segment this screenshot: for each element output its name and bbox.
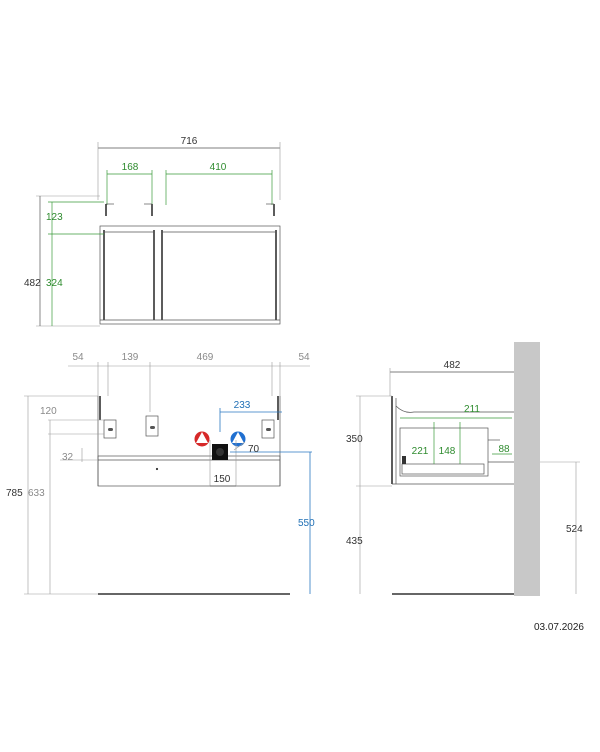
front-small-offset: 32 bbox=[62, 452, 74, 463]
side-wall-height: 524 bbox=[566, 524, 583, 535]
front-gap-left: 54 bbox=[72, 352, 84, 363]
front-view: 54 139 469 54 bbox=[6, 352, 315, 595]
front-pipe-offset: 233 bbox=[234, 400, 251, 411]
front-siphon-width: 150 bbox=[214, 474, 231, 485]
side-inner-top: 211 bbox=[464, 404, 480, 415]
cold-water-icon bbox=[230, 431, 246, 447]
front-offset-top: 120 bbox=[40, 406, 57, 417]
top-overall-width: 716 bbox=[181, 136, 198, 147]
top-depth: 482 bbox=[24, 278, 41, 289]
side-inner-a: 221 bbox=[412, 446, 429, 457]
top-view: 716 168 410 482 123 324 bbox=[24, 136, 281, 327]
side-view: 482 211 221 148 88 350 435 524 bbox=[346, 342, 583, 596]
front-siphon-offset: 70 bbox=[248, 444, 260, 455]
top-right-compartment: 410 bbox=[210, 162, 227, 173]
side-drawer-step: 88 bbox=[498, 444, 510, 455]
front-bracket-spacing: 139 bbox=[122, 352, 139, 363]
hot-water-icon bbox=[194, 431, 210, 447]
front-gap-right: 54 bbox=[298, 352, 310, 363]
front-drain-height: 550 bbox=[298, 518, 315, 529]
side-inner-b: 148 bbox=[439, 446, 456, 457]
side-cabinet-height: 350 bbox=[346, 434, 363, 445]
top-left-compartment: 168 bbox=[122, 162, 139, 173]
front-overall-height: 785 bbox=[6, 488, 23, 499]
top-rear-depth: 324 bbox=[46, 278, 63, 289]
side-depth: 482 bbox=[444, 360, 461, 371]
wall bbox=[514, 342, 540, 596]
front-hanging-height: 633 bbox=[28, 488, 45, 499]
drawing-date: 03.07.2026 bbox=[533, 622, 584, 633]
front-center-span: 469 bbox=[197, 352, 214, 363]
top-front-depth: 123 bbox=[46, 212, 63, 223]
side-floor-clearance: 435 bbox=[346, 536, 363, 547]
